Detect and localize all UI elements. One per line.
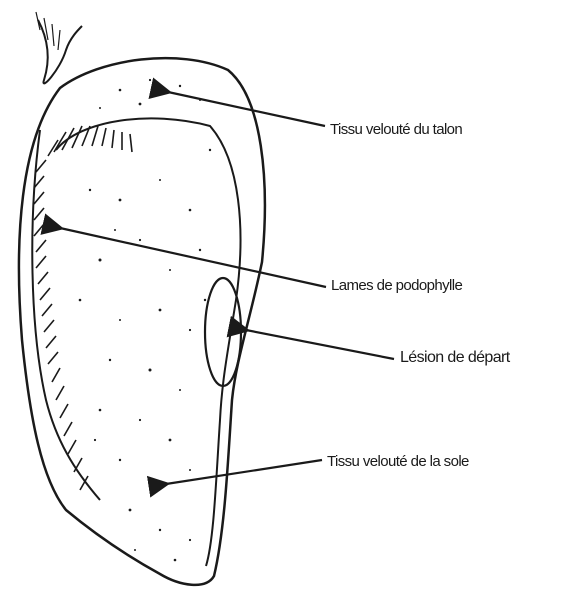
hair-tuft-strands — [36, 12, 60, 50]
label-laminae: Lames de podophylle — [331, 277, 462, 294]
lesion-ellipse — [205, 278, 241, 386]
arrow-lesion — [246, 330, 394, 359]
laminae-hatching — [34, 126, 132, 490]
stipple-texture — [79, 79, 212, 561]
outer-hoof-outline — [19, 58, 265, 585]
hair-tuft — [38, 20, 82, 83]
label-sole-tissue: Tissu velouté de la sole — [327, 453, 469, 470]
arrow-laminae — [60, 228, 326, 287]
inner-sole-outline — [56, 118, 240, 566]
label-heel-tissue: Tissu velouté du talon — [330, 121, 462, 138]
arrow-sole — [166, 460, 322, 484]
label-initial-lesion: Lésion de départ — [400, 349, 510, 367]
